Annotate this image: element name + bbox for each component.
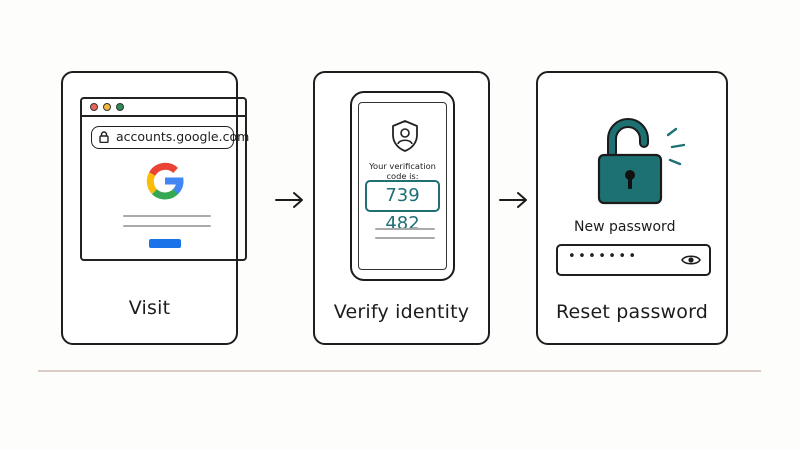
bottom-divider (38, 370, 761, 372)
close-dot-icon (90, 103, 98, 111)
step-verify-card: Your verification code is: 739 482 Verif… (313, 71, 490, 345)
minimize-dot-icon (103, 103, 111, 111)
sign-in-button[interactable] (149, 239, 181, 248)
verification-prompt: Your verification code is: (369, 161, 436, 181)
arrow-right-icon (275, 192, 303, 208)
placeholder-line (375, 237, 435, 239)
url-text: accounts.google.com (116, 129, 250, 144)
shield-user-icon (392, 120, 418, 152)
eye-icon[interactable] (681, 253, 701, 267)
phone-screen: Your verification code is: 739 482 (358, 102, 447, 270)
step-caption: Reset password (555, 301, 709, 323)
google-logo (146, 162, 184, 200)
step-caption: Visit (128, 297, 171, 319)
arrow-right-icon (499, 192, 527, 208)
browser-window: accounts.google.com (80, 97, 249, 261)
phone-device: Your verification code is: 739 482 (350, 91, 455, 281)
open-padlock-icon (597, 118, 686, 205)
step-reset-card: New password ••••••• Reset password (536, 71, 728, 345)
placeholder-line (123, 215, 211, 217)
placeholder-line (123, 225, 211, 227)
lock-icon (99, 131, 109, 143)
step-visit-card: accounts.google.com Visit (61, 71, 249, 345)
address-bar[interactable]: accounts.google.com (91, 126, 249, 149)
step-caption: Verify identity (333, 301, 470, 323)
placeholder-line (375, 228, 435, 230)
verification-code: 739 482 (365, 180, 440, 234)
new-password-field[interactable]: ••••••• (556, 244, 711, 276)
browser-titlebar (82, 99, 245, 117)
maximize-dot-icon (116, 103, 124, 111)
masked-password: ••••••• (568, 249, 639, 264)
new-password-label: New password (574, 219, 676, 235)
